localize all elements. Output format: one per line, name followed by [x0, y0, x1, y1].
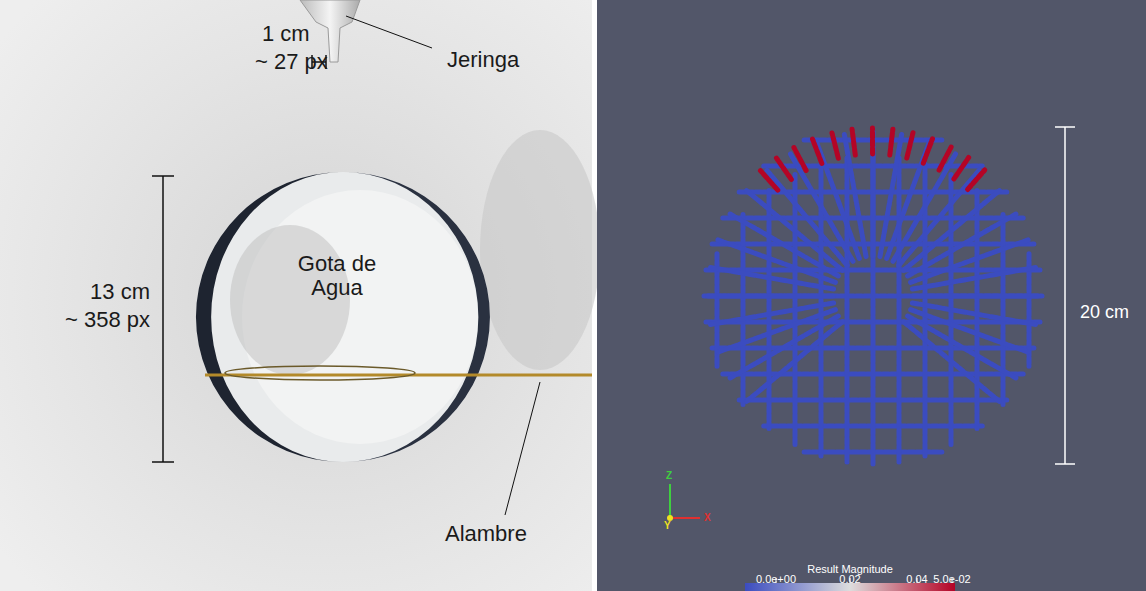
point-row: [893, 154, 956, 261]
dimension-label: ~ 27 px: [255, 50, 328, 74]
point-row: [968, 170, 985, 190]
part-label: Alambre: [445, 522, 527, 546]
point-row: [711, 303, 834, 325]
dimension-label: 20 cm: [1080, 303, 1129, 323]
point-row: [907, 133, 913, 158]
point-row: [911, 240, 1028, 282]
point-row: [852, 129, 855, 155]
tick-label: 0.04: [906, 573, 927, 585]
point-row: [911, 310, 1028, 352]
point-row: [832, 133, 838, 158]
wire-loop: [225, 366, 415, 380]
point-row: [908, 316, 1016, 378]
point-row: [718, 310, 835, 352]
point-row: [870, 128, 875, 154]
dimension-label: 1 cm: [262, 22, 310, 46]
point-row: [923, 139, 932, 163]
simulation-points: [704, 128, 1042, 464]
axis-label: Y: [664, 520, 671, 531]
part-label: Gota de Agua: [282, 252, 392, 300]
drop: [196, 172, 490, 462]
dimension-label: 13 cm: [90, 280, 150, 304]
tick-label: 0.0e+00: [756, 573, 796, 585]
axes-triad: [667, 484, 700, 521]
point-row: [845, 158, 850, 462]
point-row: [954, 157, 969, 178]
point-row: [912, 268, 1035, 290]
point-row: [730, 214, 838, 276]
point-row: [741, 215, 746, 406]
axis-label: Z: [666, 470, 672, 481]
dimension-bracket: [1055, 127, 1075, 464]
dimension-bracket: [152, 176, 174, 462]
wire: [205, 374, 592, 377]
point-row: [708, 294, 833, 299]
point-row: [711, 268, 834, 290]
point-row: [897, 158, 902, 462]
dimension-label: ~ 358 px: [65, 308, 150, 332]
point-row: [939, 147, 951, 170]
point-row: [813, 139, 822, 163]
leader-line: [505, 382, 540, 515]
drop-rim-right: [343, 172, 490, 462]
shadow: [480, 130, 600, 370]
point-row: [718, 240, 835, 282]
point-row: [912, 303, 1035, 325]
leader-line: [346, 16, 432, 48]
point-row: [975, 191, 980, 430]
point-row: [890, 129, 893, 155]
tick-label: 0.02: [839, 573, 860, 585]
axis-label: X: [704, 512, 711, 523]
part-label: Jeringa: [447, 48, 519, 72]
point-row: [767, 191, 772, 430]
point-row: [776, 158, 791, 179]
point-row: [1001, 215, 1006, 406]
point-row: [794, 148, 806, 171]
point-row: [913, 294, 1038, 299]
point-row: [760, 171, 777, 190]
tick-label: 5.0e-02: [933, 573, 970, 585]
render-ground: [597, 0, 1146, 591]
point-row: [747, 322, 843, 402]
